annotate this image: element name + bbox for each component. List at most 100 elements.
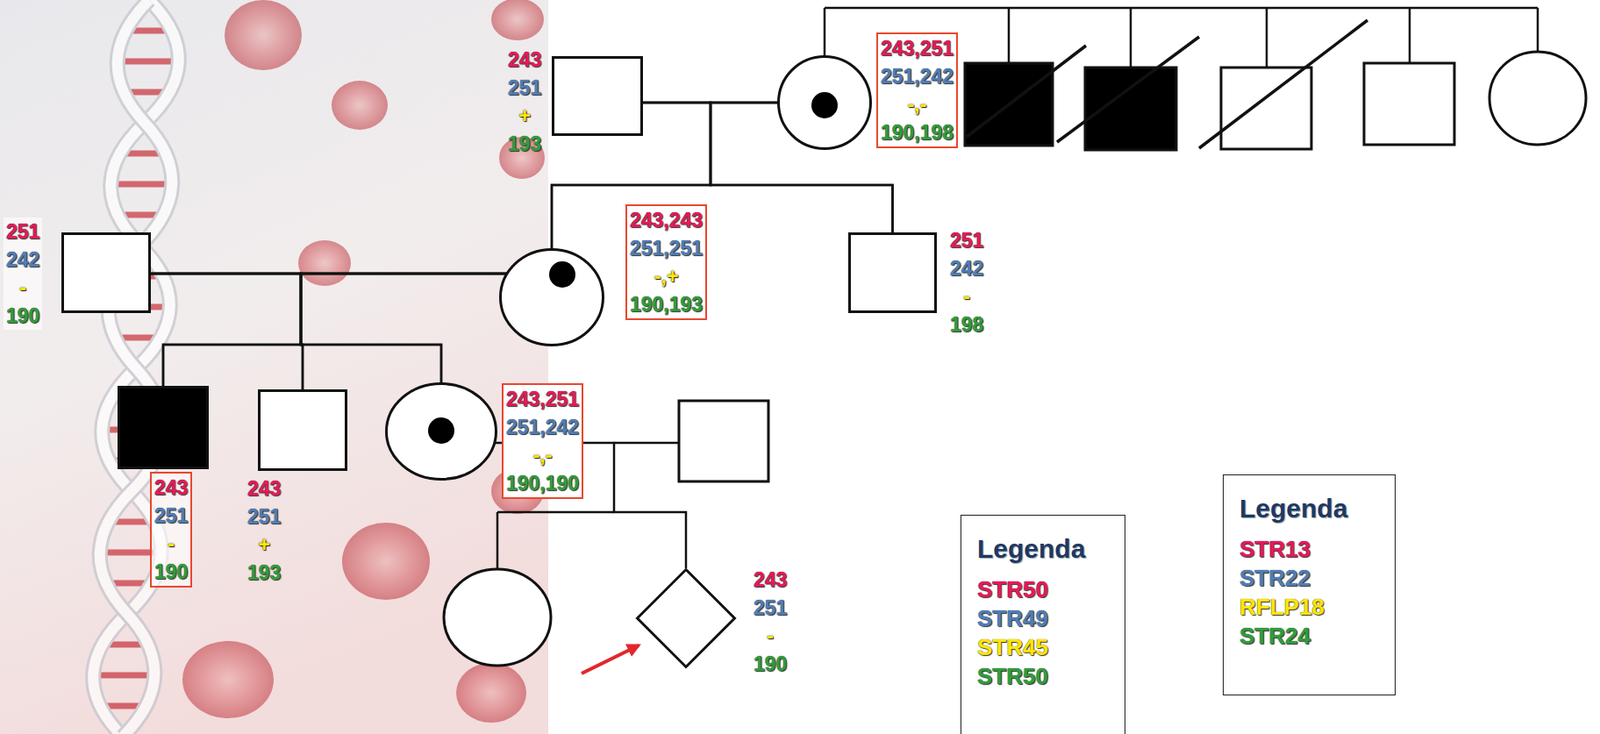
square-outline bbox=[259, 391, 347, 471]
female-circle bbox=[443, 569, 551, 666]
descent-line bbox=[1265, 7, 1269, 68]
marker-allele: 243 bbox=[507, 45, 542, 74]
sibship-line bbox=[497, 511, 615, 515]
male-square bbox=[678, 400, 769, 482]
deceased-slash bbox=[966, 45, 1086, 137]
legend-text: STR50 bbox=[977, 576, 1049, 603]
carrier-female-circle: 243,243251,251-,+190,193 bbox=[499, 248, 605, 347]
marker-allele: - bbox=[154, 529, 188, 558]
marker-allele: -,- bbox=[880, 90, 954, 119]
legend-text: RFLP18 bbox=[1239, 593, 1325, 621]
marker-allele: 190,198 bbox=[880, 118, 954, 147]
genotype-block: 243251-190 bbox=[750, 565, 790, 679]
legend-box: LegendaSTR13STR22RFLP18STR24 bbox=[1222, 474, 1396, 696]
marker-allele: 251,242 bbox=[880, 62, 954, 91]
legend-text: STR24 bbox=[1239, 622, 1311, 650]
marker-allele: 190,193 bbox=[629, 290, 703, 319]
genotype-block: 243,251251,242-,-190,198 bbox=[876, 32, 958, 149]
male-square: 251242-190 bbox=[61, 232, 151, 314]
legend-entry: STR13 bbox=[1239, 535, 1395, 565]
symbol-outline bbox=[551, 56, 643, 136]
female-circle bbox=[386, 384, 497, 480]
marker-allele: 243,251 bbox=[880, 34, 954, 63]
male-square bbox=[1364, 63, 1455, 145]
marker-allele: 251 bbox=[247, 502, 281, 531]
marker-allele: 198 bbox=[950, 310, 984, 339]
marker-allele: + bbox=[507, 101, 542, 130]
marker-allele: 190,190 bbox=[506, 469, 579, 498]
affected-male-square bbox=[1085, 67, 1177, 150]
legend-box: LegendaSTR50STR49STR45STR50 bbox=[960, 514, 1126, 734]
legend-entry: STR50 bbox=[977, 575, 1125, 605]
symbol-outline bbox=[385, 382, 498, 481]
legend-entry: STR24 bbox=[1239, 621, 1395, 651]
legend-entry: RFLP18 bbox=[1239, 592, 1395, 622]
blood-cell bbox=[342, 522, 430, 600]
legend-text: STR50 bbox=[977, 663, 1049, 690]
deceased-slash bbox=[1057, 36, 1200, 143]
marker-allele: 243 bbox=[247, 474, 281, 503]
square-outline bbox=[850, 234, 936, 313]
carrier-dot bbox=[811, 92, 838, 119]
legend-entry: STR49 bbox=[977, 604, 1125, 634]
symbol-outline bbox=[61, 232, 151, 314]
marker-allele: 190 bbox=[154, 557, 188, 586]
marker-allele: 190 bbox=[753, 650, 787, 679]
pedigree-line bbox=[300, 273, 508, 390]
male-square: 243251+193 bbox=[257, 389, 348, 472]
proband-diamond: 243251-190 bbox=[635, 568, 736, 669]
symbol-outline bbox=[499, 248, 605, 347]
legend-entry: STR45 bbox=[977, 633, 1125, 663]
descent-line bbox=[496, 512, 500, 569]
symbol-outline bbox=[777, 55, 872, 150]
pedigree-line bbox=[150, 273, 303, 390]
blood-cell bbox=[331, 80, 388, 130]
genotype-block: 243,251251,242-,-190,190 bbox=[501, 383, 584, 500]
marker-allele: 251,251 bbox=[629, 234, 703, 263]
legend-text: STR13 bbox=[1239, 535, 1311, 563]
blood-cell bbox=[456, 663, 527, 723]
marker-allele: 243,243 bbox=[629, 206, 703, 235]
carrier-dot bbox=[549, 261, 576, 288]
marker-allele: -,+ bbox=[629, 262, 703, 291]
pedigree-line bbox=[300, 273, 508, 385]
carrier-dot bbox=[428, 417, 455, 444]
marker-allele: 251,242 bbox=[506, 413, 579, 442]
marker-allele: - bbox=[753, 621, 787, 650]
genotype-block: 251242-190 bbox=[3, 217, 43, 330]
descent-line bbox=[1408, 7, 1412, 64]
genotype-block: 243,243251,251-,+190,193 bbox=[625, 204, 708, 321]
pedigree-line bbox=[150, 273, 301, 386]
blood-cell bbox=[298, 240, 351, 286]
blood-cell bbox=[491, 0, 544, 41]
male-square: 243251+193 bbox=[551, 56, 643, 136]
marker-allele: 251 bbox=[6, 217, 40, 246]
marker-allele: 242 bbox=[6, 245, 40, 274]
pedigree-line bbox=[163, 273, 508, 386]
marker-allele: - bbox=[950, 282, 984, 311]
marriage-line bbox=[614, 442, 679, 445]
genotype-block: 251242-198 bbox=[947, 226, 986, 339]
marker-allele: 243 bbox=[753, 565, 787, 594]
descent-line bbox=[1007, 7, 1011, 64]
male-square: 251242-198 bbox=[848, 232, 937, 314]
carrier-female-circle: 243,251251,242-,-190,198 bbox=[777, 55, 872, 150]
dna-helix bbox=[92, 0, 179, 734]
genotype-block: 243251-190 bbox=[150, 471, 193, 588]
square-outline bbox=[119, 387, 208, 469]
descent-line bbox=[823, 7, 827, 57]
marker-allele: 243,251 bbox=[506, 385, 579, 414]
marker-allele: 190 bbox=[6, 301, 40, 330]
descent-line bbox=[1536, 7, 1540, 51]
helix-strand bbox=[100, 0, 173, 734]
female-circle bbox=[500, 250, 604, 346]
marker-allele: 242 bbox=[950, 254, 984, 283]
helix-strand bbox=[92, 0, 179, 734]
symbol-outline bbox=[635, 568, 736, 669]
square-outline bbox=[63, 234, 150, 313]
carrier-female-circle: 243,251251,242-,-190,190 bbox=[385, 382, 498, 481]
symbol-outline bbox=[257, 389, 348, 472]
marker-allele: 251 bbox=[154, 501, 188, 530]
square-outline bbox=[553, 57, 643, 136]
legend-entry: STR50 bbox=[977, 662, 1125, 692]
